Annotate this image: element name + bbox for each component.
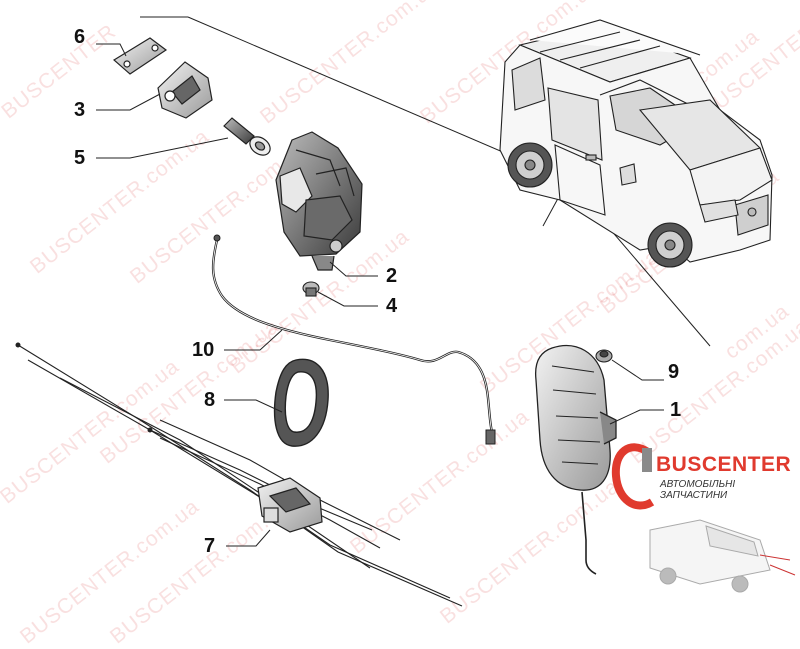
part-5-pin [223, 117, 271, 156]
part-4-screw [302, 281, 320, 297]
part-10-cable [211, 234, 496, 445]
part-1-handle [534, 344, 617, 575]
callout-10: 10 [192, 339, 215, 361]
callout-9: 9 [668, 361, 680, 383]
leader-lines [96, 43, 664, 547]
part-9-nut [595, 349, 613, 363]
callout-6: 6 [74, 26, 86, 48]
part-8-seal [273, 358, 329, 447]
callout-3: 3 [74, 99, 86, 121]
van-illustration [499, 19, 773, 268]
part-2-lock [275, 131, 363, 271]
callout-2: 2 [386, 265, 398, 287]
part-6-plate [112, 37, 168, 75]
part-7-rods [15, 342, 463, 607]
brand-logo-title: BUSCENTER [656, 453, 792, 476]
callout-1: 1 [670, 399, 682, 421]
part-3-striker [157, 61, 213, 119]
buscenter-logo-mark [611, 443, 655, 510]
brand-logo-subtitle: АВТОМОБІЛЬНІ ЗАПЧАСТИНИ [660, 479, 736, 501]
part-7-block [257, 477, 323, 533]
exploded-parts-diagram [15, 16, 796, 607]
callout-4: 4 [386, 295, 398, 317]
callout-7: 7 [204, 535, 216, 557]
logo-bus-icon [649, 519, 796, 593]
callout-8: 8 [204, 389, 216, 411]
callout-5: 5 [74, 147, 86, 169]
